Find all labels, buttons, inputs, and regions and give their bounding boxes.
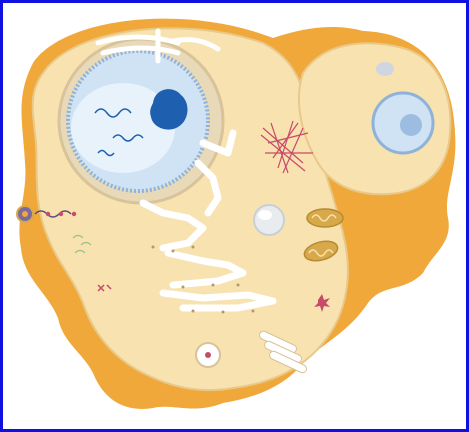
cell-illustration xyxy=(3,3,466,429)
lysosome-core xyxy=(205,352,211,358)
neighbor-nucleolus xyxy=(400,114,422,136)
neighbor-vacuole xyxy=(376,62,394,76)
vacuole-highlight xyxy=(258,210,272,220)
vacuole xyxy=(254,205,284,235)
